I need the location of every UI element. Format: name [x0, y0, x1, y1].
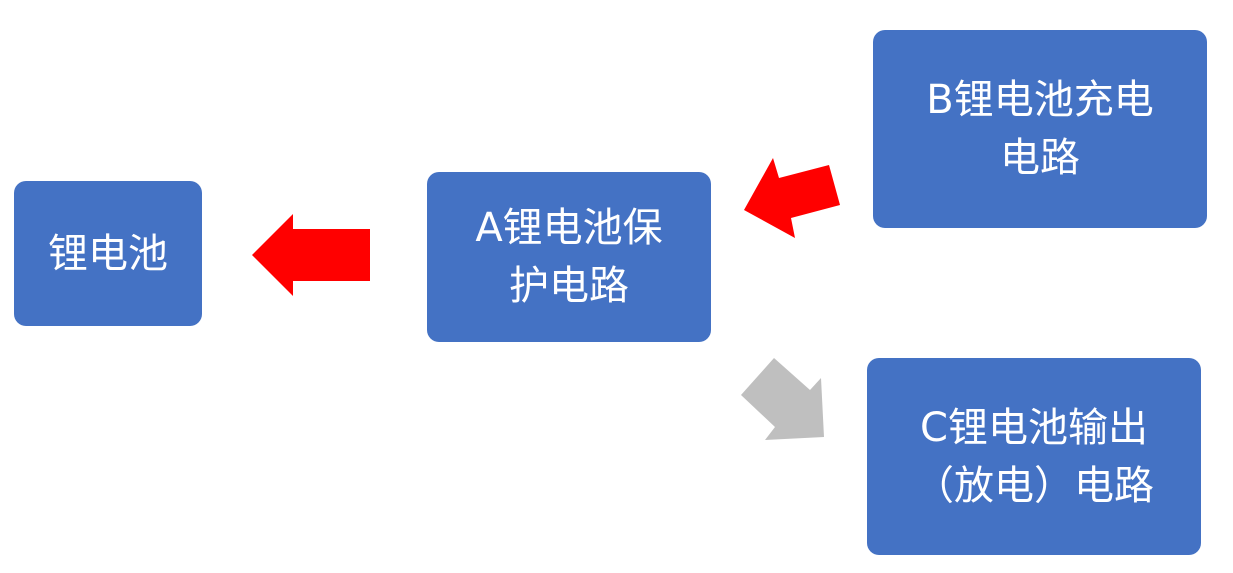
- arrow-a-to-c: [741, 358, 824, 440]
- node-b-line2: 电路: [999, 135, 1080, 181]
- arrow-b-to-a: [744, 158, 840, 238]
- node-a-line1: A锂电池保: [475, 205, 663, 251]
- node-battery-label: 锂电池: [48, 230, 168, 277]
- node-battery: 锂电池: [14, 181, 202, 326]
- node-b-charging-circuit: B锂电池充电电路: [873, 30, 1207, 228]
- node-a-protection-circuit: A锂电池保护电路: [427, 172, 711, 342]
- arrow-a-to-battery: [252, 214, 370, 296]
- node-a-line2: 护电路: [509, 263, 629, 309]
- node-c-line1: C锂电池输出: [920, 404, 1148, 451]
- node-c-line2: （放电）电路: [914, 462, 1154, 509]
- node-b-line1: B锂电池充电: [926, 77, 1154, 123]
- node-c-discharge-circuit: C锂电池输出 （放电）电路: [867, 358, 1201, 555]
